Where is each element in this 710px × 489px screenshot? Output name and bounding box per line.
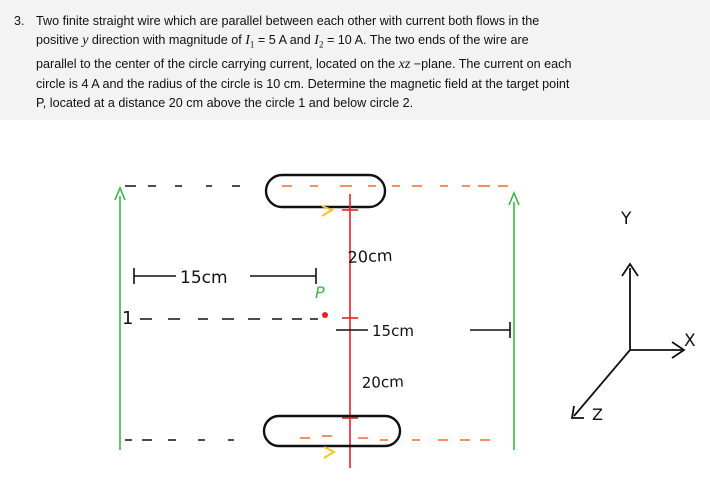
label-dist-left: 15cm xyxy=(180,268,228,288)
point-p-marker: P xyxy=(315,283,328,318)
measure-left xyxy=(133,268,317,284)
bottom-dashed-line xyxy=(125,435,490,441)
axes xyxy=(570,262,686,419)
problem-line-3: parallel to the center of the circle car… xyxy=(36,57,572,73)
wire-left xyxy=(114,185,126,450)
problem-statement: 3. Two finite straight wire which are pa… xyxy=(0,0,710,120)
center-line xyxy=(342,194,358,468)
current-arrow-bottom xyxy=(323,446,337,459)
wire-right xyxy=(508,190,520,450)
diagram: 20cm 20cm P 15cm 1 15cm xyxy=(114,173,696,468)
label-dist-top: 20cm xyxy=(347,246,393,267)
label-dist-bottom: 20cm xyxy=(362,373,405,392)
label-dist-right: 15cm xyxy=(372,322,414,340)
label-axis-y: Y xyxy=(620,209,632,229)
problem-line-4: circle is 4 A and the radius of the circ… xyxy=(36,76,570,91)
problem-line-5: P, located at a distance 20 cm above the… xyxy=(36,96,414,111)
circle-bottom xyxy=(262,414,402,448)
label-wire-1: 1 xyxy=(122,308,133,329)
label-axis-x: X xyxy=(684,331,696,351)
problem-text: 3. Two finite straight wire which are pa… xyxy=(14,12,634,114)
circle-top xyxy=(264,173,387,209)
problem-line-2: positive y direction with magnitude of I… xyxy=(36,33,529,50)
current-arrow-top xyxy=(321,205,335,217)
problem-number: 3. xyxy=(14,14,25,28)
label-point-p: P xyxy=(315,283,325,302)
measure-right xyxy=(336,322,511,338)
problem-line-1: Two finite straight wire which are paral… xyxy=(36,14,540,28)
label-axis-z: Z xyxy=(592,405,603,424)
